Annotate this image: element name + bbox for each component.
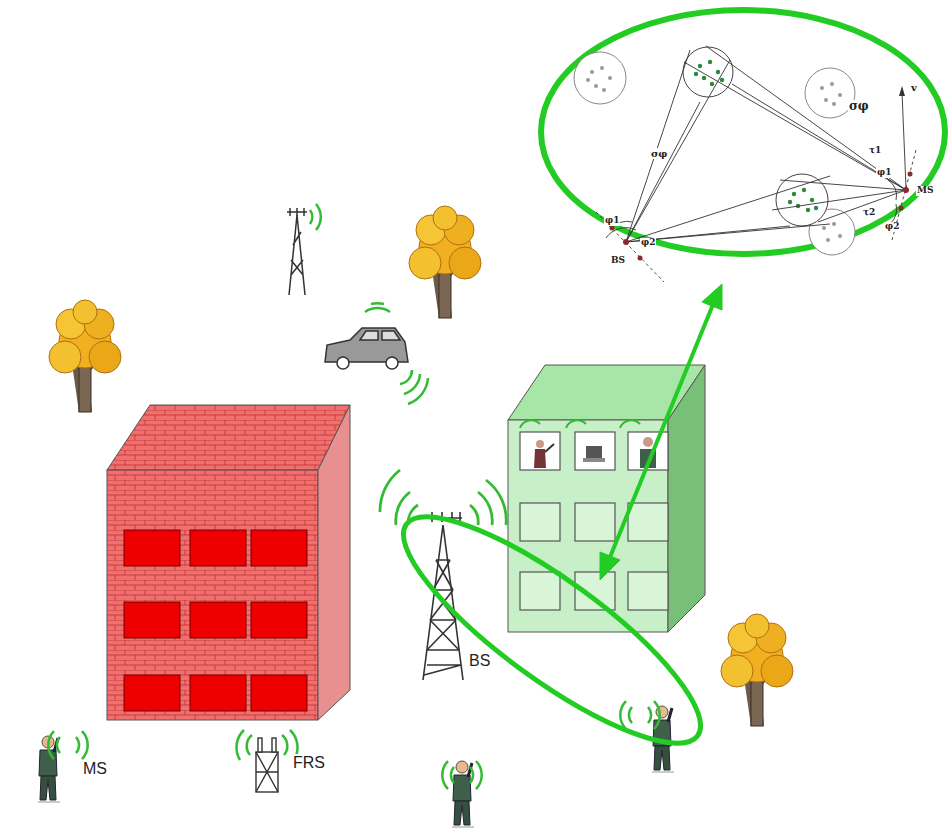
angle-symbol: φ1 bbox=[876, 168, 892, 178]
delay-symbol: τ2 bbox=[862, 208, 876, 218]
station-label: MS bbox=[916, 186, 934, 196]
station-label: MS bbox=[82, 760, 108, 778]
station-label: BS bbox=[610, 256, 626, 266]
spread-symbol: σφ bbox=[650, 148, 668, 159]
angle-symbol: φ2 bbox=[884, 222, 900, 232]
angle-symbol: φ2 bbox=[640, 238, 656, 248]
delay-symbol: τ1 bbox=[868, 146, 882, 156]
station-label: FRS bbox=[292, 754, 326, 772]
velocity-symbol: v bbox=[910, 82, 918, 93]
station-label: BS bbox=[468, 652, 491, 670]
spread-symbol: σφ bbox=[848, 100, 870, 113]
angle-symbol: φ1 bbox=[604, 216, 620, 226]
